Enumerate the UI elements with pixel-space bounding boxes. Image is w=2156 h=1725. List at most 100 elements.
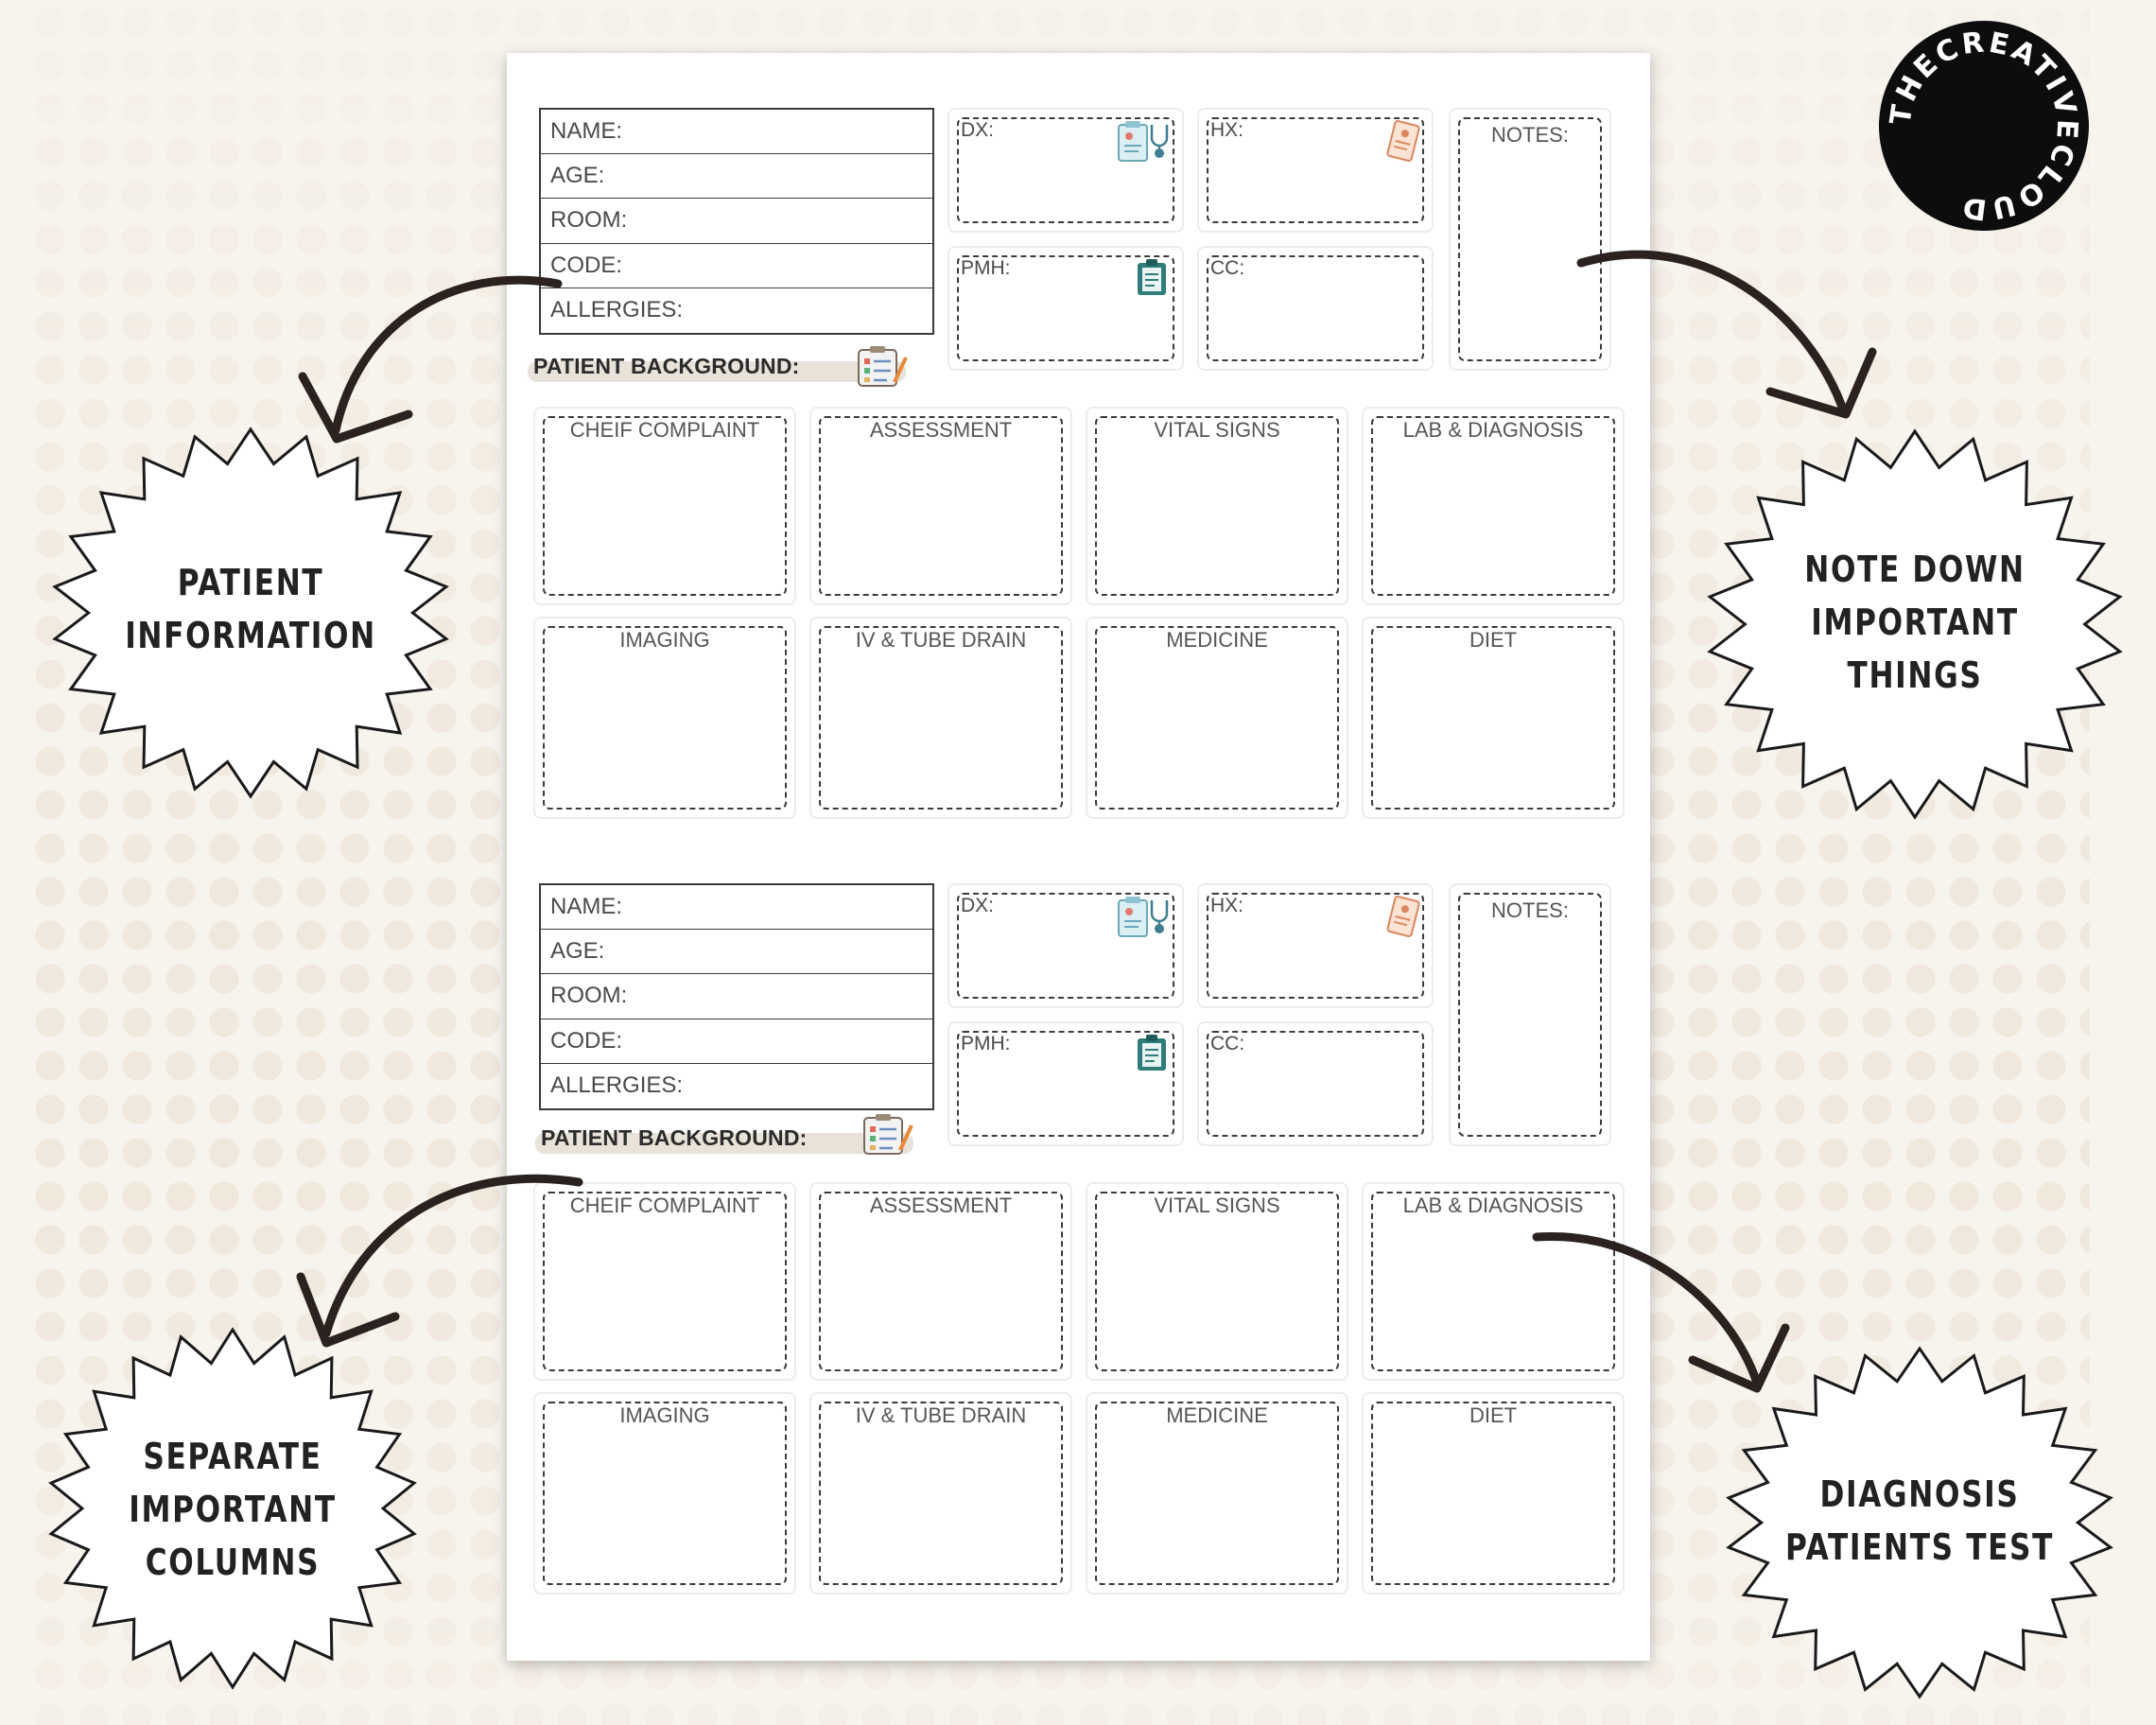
info-row-room[interactable]: ROOM: bbox=[541, 199, 932, 244]
grid-label: MEDICINE bbox=[1166, 628, 1268, 652]
grid-label: DIET bbox=[1469, 628, 1518, 652]
grid-box-imaging[interactable]: IMAGING bbox=[533, 617, 796, 819]
info-row-room[interactable]: ROOM: bbox=[541, 974, 932, 1019]
grid-label: IV & TUBE DRAIN bbox=[855, 1403, 1027, 1427]
notes-box[interactable]: NOTES: bbox=[1449, 108, 1611, 371]
cc-box[interactable]: CC: bbox=[1197, 246, 1434, 371]
medical-report-icon bbox=[1384, 895, 1422, 943]
brand-logo-text: THECREATIVECLOUD bbox=[1884, 26, 2080, 226]
background-title-highlight bbox=[535, 1133, 913, 1154]
pmh-label: PMH: bbox=[961, 257, 1011, 279]
callout-line: IMPORTANT bbox=[1811, 601, 2019, 643]
callout-line: SEPARATE bbox=[143, 1436, 322, 1477]
patient-info-table: NAME: AGE: ROOM: CODE: ALLERGIES: bbox=[539, 108, 934, 335]
background-edge-left bbox=[0, 0, 32, 1725]
grid-box-imaging[interactable]: IMAGING bbox=[533, 1392, 796, 1594]
medical-chart-stethoscope-icon bbox=[1116, 895, 1171, 945]
notes-box[interactable]: NOTES: bbox=[1449, 883, 1611, 1146]
callout-line: NOTE DOWN bbox=[1804, 549, 2026, 590]
notes-label: NOTES: bbox=[1491, 123, 1569, 147]
starburst-shape bbox=[1726, 1346, 2113, 1699]
callout-patient-information: PATIENT INFORMATION bbox=[47, 424, 454, 802]
notes-label: NOTES: bbox=[1491, 898, 1569, 922]
patient-background-title: PATIENT BACKGROUND: bbox=[541, 1125, 808, 1150]
svg-text:THECREATIVECLOUD: THECREATIVECLOUD bbox=[1884, 26, 2083, 226]
brand-logo: THECREATIVECLOUD bbox=[1879, 21, 2089, 231]
grid-box-vital-signs[interactable]: VITAL SIGNS bbox=[1086, 407, 1348, 605]
grid-label: CHEIF COMPLAINT bbox=[569, 418, 760, 442]
grid-label: IMAGING bbox=[619, 628, 710, 652]
hx-label: HX: bbox=[1210, 119, 1244, 141]
medical-chart-stethoscope-icon bbox=[1116, 119, 1171, 169]
callout-line: INFORMATION bbox=[125, 615, 376, 656]
medical-report-icon bbox=[1384, 119, 1422, 167]
grid-box-diet[interactable]: DIET bbox=[1362, 617, 1625, 819]
info-row-name[interactable]: NAME: bbox=[541, 110, 932, 155]
checklist-clipboard-icon bbox=[861, 1112, 915, 1162]
grid-box-diet[interactable]: DIET bbox=[1362, 1392, 1625, 1594]
background-title-highlight bbox=[528, 361, 906, 382]
grid-box-medicine[interactable]: MEDICINE bbox=[1086, 617, 1348, 819]
patient-info-table: NAME: AGE: ROOM: CODE: ALLERGIES: bbox=[539, 883, 934, 1110]
patient-report-sheet: NAME: AGE: ROOM: CODE: ALLERGIES: DX: HX… bbox=[507, 53, 1650, 1661]
starburst-shape bbox=[48, 1327, 417, 1690]
info-row-allergies[interactable]: ALLERGIES: bbox=[550, 297, 684, 323]
info-row-name[interactable]: NAME: bbox=[541, 885, 932, 931]
starburst-outline bbox=[1707, 428, 2123, 820]
grid-box-lab-diagnosis[interactable]: LAB & DIAGNOSIS bbox=[1362, 1182, 1625, 1381]
callout-line: THINGS bbox=[1847, 654, 1983, 696]
grid-label: MEDICINE bbox=[1166, 1403, 1268, 1427]
dx-box[interactable]: DX: bbox=[948, 883, 1184, 1008]
starburst-outline bbox=[48, 1327, 417, 1690]
callout-separate-columns: SEPARATE IMPORTANT COLUMNS bbox=[43, 1324, 422, 1693]
pmh-box[interactable]: PMH: bbox=[948, 246, 1184, 371]
starburst-shape bbox=[52, 427, 449, 799]
grid-label: IMAGING bbox=[619, 1403, 710, 1427]
grid-label: LAB & DIAGNOSIS bbox=[1402, 418, 1584, 442]
grid-box-iv-tube-drain[interactable]: IV & TUBE DRAIN bbox=[809, 1392, 1072, 1594]
grid-label: ASSESSMENT bbox=[869, 418, 1013, 442]
cc-box[interactable]: CC: bbox=[1197, 1021, 1434, 1146]
info-row-age[interactable]: AGE: bbox=[541, 930, 932, 975]
grid-label: VITAL SIGNS bbox=[1154, 418, 1280, 442]
starburst-outline bbox=[1726, 1346, 2113, 1699]
grid-box-vital-signs[interactable]: VITAL SIGNS bbox=[1086, 1182, 1348, 1381]
grid-box-assessment[interactable]: ASSESSMENT bbox=[809, 1182, 1072, 1381]
grid-label: VITAL SIGNS bbox=[1154, 1194, 1280, 1217]
info-row-age[interactable]: AGE: bbox=[541, 154, 932, 200]
grid-label: CHEIF COMPLAINT bbox=[569, 1194, 760, 1217]
grid-label: ASSESSMENT bbox=[869, 1194, 1013, 1217]
checklist-clipboard-icon bbox=[855, 344, 910, 394]
callout-note-down: NOTE DOWN IMPORTANT THINGS bbox=[1702, 426, 2128, 823]
hx-box[interactable]: HX: bbox=[1197, 883, 1434, 1008]
grid-box-assessment[interactable]: ASSESSMENT bbox=[809, 407, 1072, 605]
hx-label: HX: bbox=[1210, 895, 1244, 916]
grid-box-lab-diagnosis[interactable]: LAB & DIAGNOSIS bbox=[1362, 407, 1625, 605]
grid-label: IV & TUBE DRAIN bbox=[855, 628, 1027, 652]
callout-line: PATIENT bbox=[177, 562, 324, 603]
dx-label: DX: bbox=[961, 119, 995, 141]
patient-section-2: NAME: AGE: ROOM: CODE: ALLERGIES: DX: HX… bbox=[507, 828, 1650, 1604]
patient-background-title: PATIENT BACKGROUND: bbox=[533, 354, 800, 378]
patient-section-1: NAME: AGE: ROOM: CODE: ALLERGIES: DX: HX… bbox=[507, 53, 1650, 828]
info-row-allergies[interactable]: ALLERGIES: bbox=[550, 1072, 684, 1099]
cc-label: CC: bbox=[1210, 1033, 1245, 1054]
grid-box-chief-complaint[interactable]: CHEIF COMPLAINT bbox=[533, 1182, 796, 1381]
grid-box-medicine[interactable]: MEDICINE bbox=[1086, 1392, 1348, 1594]
callout-line: DIAGNOSIS bbox=[1819, 1473, 2020, 1515]
grid-box-iv-tube-drain[interactable]: IV & TUBE DRAIN bbox=[809, 617, 1072, 819]
info-row-code[interactable]: CODE: bbox=[541, 1019, 932, 1064]
callout-line: COLUMNS bbox=[145, 1542, 321, 1583]
callout-line: IMPORTANT bbox=[129, 1489, 337, 1530]
hx-box[interactable]: HX: bbox=[1197, 108, 1434, 233]
grid-box-chief-complaint[interactable]: CHEIF COMPLAINT bbox=[533, 407, 796, 605]
cc-label: CC: bbox=[1210, 257, 1245, 279]
info-row-code[interactable]: CODE: bbox=[541, 244, 932, 288]
clipboard-icon bbox=[1135, 257, 1169, 302]
starburst-shape bbox=[1707, 428, 2123, 820]
dx-box[interactable]: DX: bbox=[948, 108, 1184, 233]
clipboard-icon bbox=[1135, 1033, 1169, 1077]
grid-label: LAB & DIAGNOSIS bbox=[1402, 1194, 1584, 1217]
pmh-label: PMH: bbox=[961, 1033, 1011, 1054]
pmh-box[interactable]: PMH: bbox=[948, 1021, 1184, 1146]
